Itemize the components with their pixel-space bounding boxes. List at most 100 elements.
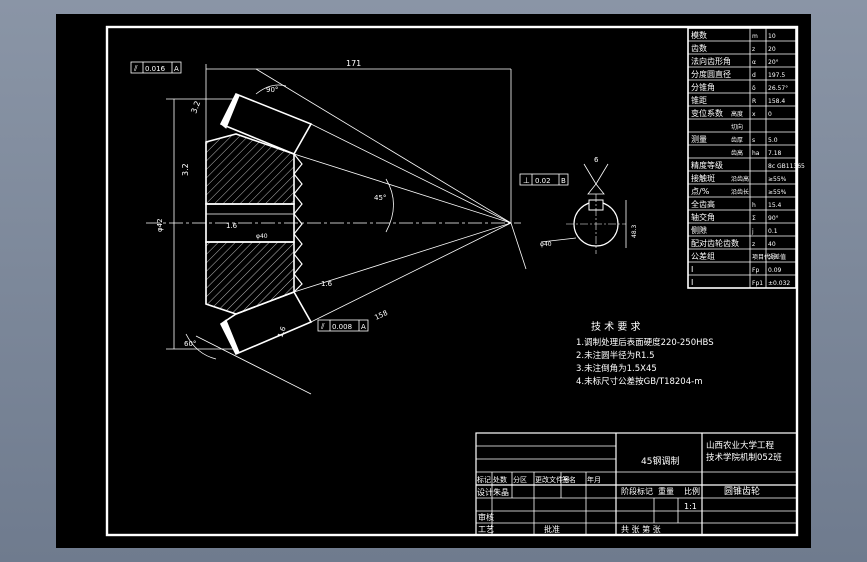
svg-text:⫽: ⫽ bbox=[320, 322, 325, 331]
param-symbol: h bbox=[752, 202, 756, 209]
svg-text:0.02: 0.02 bbox=[535, 177, 551, 185]
apex-ext2 bbox=[255, 68, 512, 224]
upper-tooth-face bbox=[220, 93, 240, 129]
notes-title: 技 术 要 求 bbox=[591, 320, 641, 333]
tb-check: 审核 bbox=[478, 512, 494, 522]
param-symbol: j bbox=[751, 228, 754, 235]
note-4: 4.未标尺寸公差按GB/T18204-m bbox=[576, 376, 702, 387]
param-symbol: R bbox=[752, 98, 756, 105]
angle-arc-bottom bbox=[185, 333, 217, 360]
param-label: 接触斑 bbox=[691, 173, 715, 183]
dim-3-2a-text: 3.2 bbox=[189, 100, 202, 115]
svg-text:0.016: 0.016 bbox=[145, 65, 166, 73]
param-symbol: s bbox=[752, 137, 755, 144]
param-value: 10 bbox=[768, 33, 776, 40]
tolerance-frame-bottom: ⫽ 0.008 A bbox=[317, 319, 369, 332]
svg-text:⫽: ⫽ bbox=[133, 64, 138, 73]
tolerance-frame-top: ⫽ 0.016 A bbox=[130, 61, 182, 74]
param-label: 变位系数 bbox=[691, 108, 723, 118]
angle-arc-top bbox=[255, 84, 287, 95]
cad-viewport[interactable]: 171 90° 3.2 3.2 φ42 1.6 φ40 1.6 1.6 45° … bbox=[56, 14, 811, 548]
dim-line-bottom bbox=[195, 335, 312, 395]
dim-key-text: φ40 bbox=[540, 241, 552, 248]
param-symbol: d bbox=[752, 72, 756, 79]
param-value: 0 bbox=[768, 111, 772, 118]
param-value: 5.0 bbox=[768, 137, 778, 144]
rev-header-cell: 分区 bbox=[513, 475, 527, 484]
param-value: 40 bbox=[768, 241, 776, 248]
param-sub: 切向 bbox=[731, 123, 743, 131]
lower-hub-hatch bbox=[205, 241, 295, 315]
cone-line-lower2 bbox=[293, 222, 512, 293]
cone-line-upper bbox=[310, 123, 512, 224]
angle-arc bbox=[385, 178, 394, 233]
param-label: 模数 bbox=[691, 30, 707, 40]
tb-part-name: 圆锥齿轮 bbox=[724, 485, 760, 497]
param-symbol: x bbox=[752, 111, 756, 118]
param-label: 分度圆直径 bbox=[691, 69, 731, 79]
rev-header-cell: 标记 bbox=[477, 475, 491, 484]
svg-text:B: B bbox=[561, 177, 566, 185]
param-symbol: m bbox=[752, 33, 758, 40]
dim-keyw-text: 6 bbox=[594, 156, 599, 164]
drawing-frame bbox=[105, 25, 799, 537]
param-symbol: Fp1 bbox=[752, 280, 763, 287]
param-symbol: 项目代号 bbox=[752, 253, 776, 261]
note-3: 3.未注倒角为1.5X45 bbox=[576, 363, 657, 374]
dim-top-text: 171 bbox=[346, 59, 361, 68]
param-symbol: ha bbox=[752, 150, 760, 157]
param-symbol: z bbox=[752, 241, 755, 248]
param-sub: 沿齿长 bbox=[731, 188, 749, 196]
tb-school-line: 山西农业大学工程技术学院机制052班 bbox=[706, 440, 782, 463]
param-symbol: α bbox=[752, 59, 756, 66]
tolerance-frame-mid: ⊥ 0.02 B bbox=[519, 173, 569, 186]
param-value: 20 bbox=[768, 46, 776, 53]
dim-1-6a-text: 1.6 bbox=[226, 222, 238, 230]
gear-section-view bbox=[146, 64, 527, 395]
param-label: 点/% bbox=[691, 187, 710, 196]
tb-design-row: 设计朱晶 bbox=[477, 487, 509, 497]
param-symbol: Fp bbox=[752, 267, 759, 274]
rev-header-cell: 年月 bbox=[587, 475, 601, 484]
svg-text:⊥: ⊥ bbox=[523, 176, 530, 185]
tb-weight: 重量 bbox=[658, 486, 674, 496]
param-value: ≥55% bbox=[768, 189, 787, 196]
param-value: 26.57° bbox=[768, 85, 788, 92]
tb-scale: 比例 bbox=[684, 486, 700, 496]
param-value: 8c GB11365 bbox=[768, 163, 805, 170]
dim-bottom-text: 158 bbox=[373, 309, 389, 322]
dim-1-6c-text: 1.6 bbox=[276, 325, 288, 339]
tb-sheets: 共 张 第 张 bbox=[621, 524, 661, 534]
param-label: 分锥角 bbox=[691, 82, 715, 92]
dim-angle-top-text: 90° bbox=[266, 86, 278, 94]
param-value: 7.18 bbox=[768, 150, 782, 157]
param-label: 侧隙 bbox=[691, 225, 707, 235]
param-sub: 齿厚 bbox=[731, 136, 743, 144]
dim-keyh-text: 48.3 bbox=[631, 224, 638, 238]
svg-text:A: A bbox=[174, 65, 179, 73]
svg-text:A: A bbox=[361, 323, 366, 331]
param-sub: 沿齿高 bbox=[731, 175, 749, 183]
tb-material: 45钢调制 bbox=[641, 455, 679, 467]
param-value: 15.4 bbox=[768, 202, 782, 209]
cone-line-upper2 bbox=[293, 153, 512, 224]
dim-bore-text: φ40 bbox=[256, 233, 268, 240]
dim-cone-angle-text: 45° bbox=[374, 194, 386, 202]
dim-dia-text: φ42 bbox=[156, 218, 164, 232]
param-value: 197.5 bbox=[768, 72, 785, 79]
rev-header-cell: 签名 bbox=[562, 475, 576, 484]
gear-drawing: 171 90° 3.2 3.2 φ42 1.6 φ40 1.6 1.6 45° … bbox=[105, 25, 805, 537]
technical-notes: 技 术 要 求 1.调制处理后表面硬度220-250HBS 2.未注圆半径为R1… bbox=[576, 320, 714, 387]
tb-approve: 批准 bbox=[544, 524, 560, 534]
param-value: ±0.032 bbox=[768, 280, 790, 287]
note-2: 2.未注圆半径为R1.5 bbox=[576, 350, 655, 361]
face-serration bbox=[293, 153, 303, 293]
param-sub: 齿高 bbox=[731, 149, 743, 157]
upper-hub-hatch bbox=[205, 133, 295, 205]
dim-angle-bot-text: 60° bbox=[184, 340, 196, 348]
svg-text:0.008: 0.008 bbox=[332, 323, 352, 331]
rev-header-cell: 处数 bbox=[493, 475, 507, 484]
apex-ext bbox=[510, 222, 527, 270]
param-label: 锥距 bbox=[691, 95, 707, 105]
tb-process: 工艺 bbox=[478, 525, 494, 534]
